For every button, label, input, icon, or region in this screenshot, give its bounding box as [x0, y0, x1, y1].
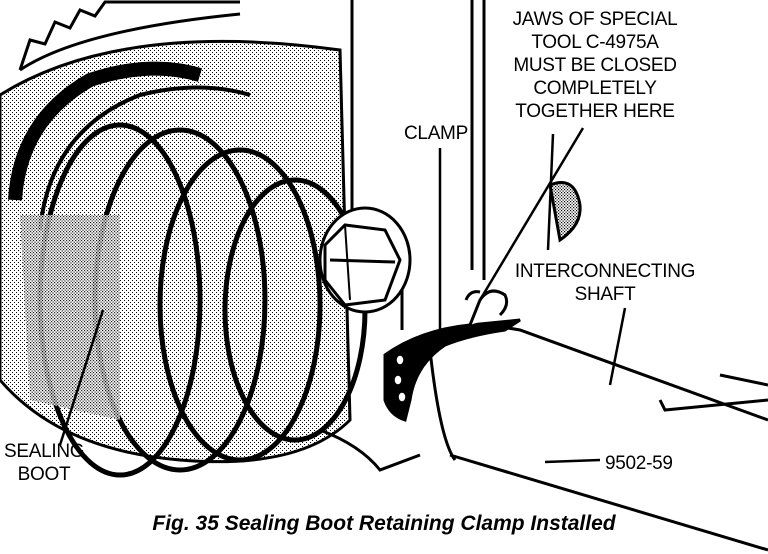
- jaws-note-line-2: TOOL C-4975A: [531, 32, 659, 53]
- leader-jaws: [478, 127, 585, 301]
- jaws-note-line-3: MUST BE CLOSED: [513, 55, 677, 76]
- gear-teeth: [18, 0, 241, 72]
- shaft-label-line-2: SHAFT: [574, 284, 636, 305]
- jaws-note-line-5: TOGETHER HERE: [515, 101, 675, 122]
- retaining-clamp: [383, 289, 521, 461]
- boot-label-line-1: SEALING: [4, 441, 85, 462]
- figure-caption: Fig. 35 Sealing Boot Retaining Clamp Ins…: [152, 512, 616, 535]
- lower-housing: [319, 428, 421, 472]
- leader-boot: [58, 309, 105, 446]
- sealing-boot-body: [0, 39, 368, 478]
- boot-label-line-2: BOOT: [17, 464, 71, 485]
- leader-part: [544, 458, 601, 464]
- jaws-note-line-1: JAWS OF SPECIAL: [512, 9, 678, 30]
- jaws-note-line-4: COMPLETELY: [533, 78, 657, 99]
- leader-lines: [58, 127, 627, 464]
- part-number-label: 9502-59: [605, 453, 673, 474]
- jaws-note-label: JAWS OF SPECIAL TOOL C-4975A MUST BE CLO…: [480, 8, 710, 123]
- shaft-label-line-1: INTERCONNECTING: [514, 261, 696, 282]
- sealing-boot-label: SEALING BOOT: [4, 440, 85, 486]
- clamp-label: CLAMP: [404, 123, 468, 144]
- interconnecting-shaft-label: INTERCONNECTING SHAFT: [505, 260, 705, 306]
- stud-nut: [548, 181, 582, 243]
- leader-shaft: [608, 307, 627, 386]
- leader-jaws-2: [546, 133, 555, 251]
- hex-bolt: [318, 206, 412, 314]
